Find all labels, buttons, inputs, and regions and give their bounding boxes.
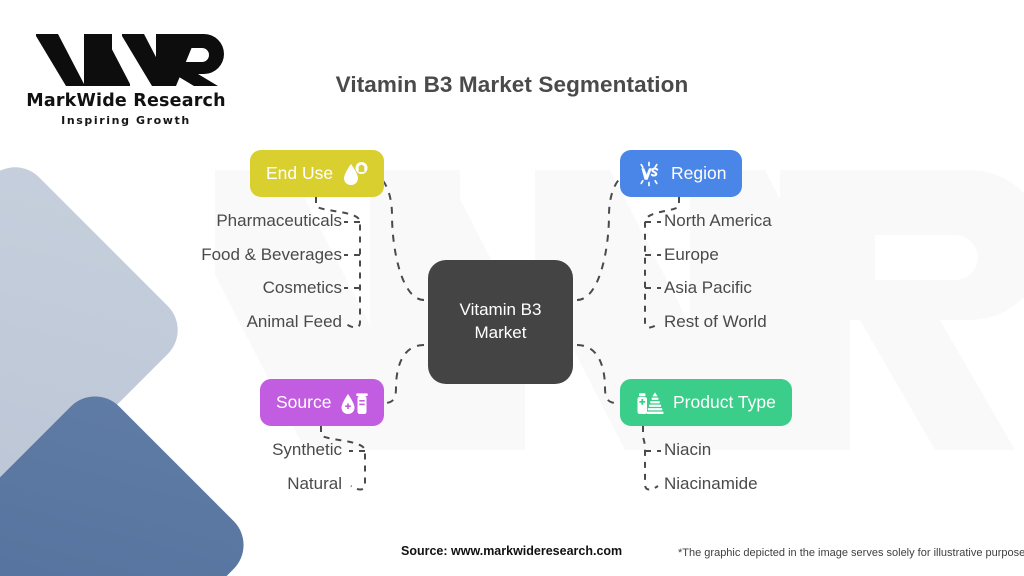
branch-item: North America <box>664 211 772 230</box>
link-product-items <box>642 426 659 491</box>
branch-item: Cosmetics <box>262 278 342 297</box>
node-product-type[interactable]: Product Type <box>620 379 792 426</box>
branch-items-region: North America Europe Asia Pacific Rest o… <box>664 212 772 330</box>
mwr-logo-icon <box>36 34 224 86</box>
branch-item: Rest of World <box>664 311 767 331</box>
center-node: Vitamin B3 Market <box>428 260 573 384</box>
branch-item: Pharmaceuticals <box>216 211 342 230</box>
branch-items-product-type: Niacin Niacinamide <box>664 441 758 492</box>
logo-company-name: MarkWide Research <box>26 91 226 111</box>
node-region-label: Region <box>671 162 727 183</box>
node-product-type-label: Product Type <box>673 391 776 412</box>
node-end-use[interactable]: End Use <box>250 150 385 197</box>
node-end-use-label: End Use <box>266 162 334 183</box>
branch-item: Synthetic <box>272 440 342 459</box>
footer-disclaimer: *The graphic depicted in the image serve… <box>678 547 1024 559</box>
logo-tagline: Inspiring Growth <box>61 114 191 127</box>
footer-source: Source: www.markwideresearch.com <box>401 544 623 558</box>
center-node-line2: Market <box>474 323 527 342</box>
droplet-flask-icon <box>341 392 369 414</box>
branch-items-end-use: Pharmaceuticals Food & Beverages Cosmeti… <box>80 212 342 330</box>
globe-burst-icon <box>640 161 659 186</box>
branch-item: Animal Feed <box>246 311 342 331</box>
node-source-label: Source <box>276 391 332 412</box>
branch-item: Food & Beverages <box>201 244 342 264</box>
link-center-region <box>576 173 630 301</box>
node-source[interactable]: Source <box>260 379 385 426</box>
center-node-line1: Vitamin B3 <box>459 300 542 320</box>
link-center-source <box>383 344 425 404</box>
branch-items-source: Synthetic Natural <box>110 441 342 492</box>
bottle-capsule-icon <box>637 391 664 414</box>
link-center-product <box>576 344 618 404</box>
brand-logo: MarkWide Research Inspiring Growth <box>26 28 226 127</box>
branch-item: Niacin <box>664 440 712 459</box>
page-title: Vitamin B3 Market Segmentation <box>335 72 689 97</box>
center-node-label: Vitamin B3 Market <box>460 299 542 345</box>
branch-item: Niacinamide <box>664 473 758 493</box>
branch-item: Natural <box>287 473 342 493</box>
branch-item: Europe <box>664 244 719 264</box>
node-region[interactable]: Region <box>620 150 743 197</box>
branch-item: Asia Pacific <box>664 278 752 297</box>
droplet-leaf-icon <box>344 161 368 185</box>
